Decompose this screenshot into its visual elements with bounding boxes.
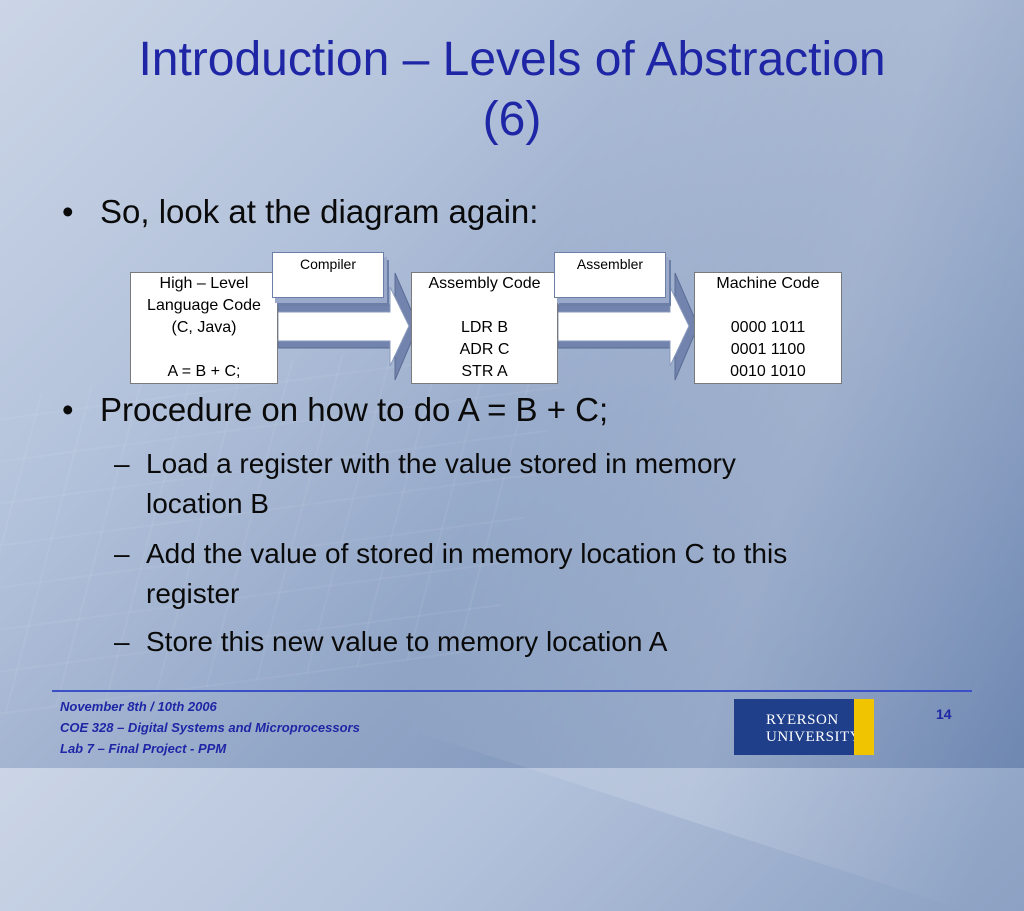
high-level-line-1: High – Level (159, 275, 249, 292)
machine-line-3: 0001 1100 (730, 341, 806, 358)
ryerson-university-logo: RYERSON UNIVERSITY (734, 699, 874, 755)
bullet-text: Procedure on how to do A = B + C; (100, 391, 609, 428)
assembly-line-1: Assembly Code (428, 275, 541, 292)
footer-course: COE 328 – Digital Systems and Microproce… (60, 720, 360, 735)
subbullet-text: Store this new value to memory location … (146, 622, 916, 662)
high-level-code-box: High – Level Language Code (C, Java) A =… (130, 272, 278, 384)
subbullet-line: location B (146, 488, 269, 519)
arrow-assemble (557, 272, 699, 381)
assembly-code-box: Assembly Code LDR B ADR C STR A (411, 272, 558, 384)
high-level-line-3: (C, Java) (171, 319, 237, 336)
machine-line-4: 0010 1010 (730, 363, 806, 380)
slide-title-line-2: (6) (482, 93, 542, 146)
footer-lab: Lab 7 – Final Project - PPM (60, 741, 227, 756)
subbullet-marker: – (114, 538, 130, 569)
compiler-label: Compiler (299, 256, 356, 272)
machine-line-2: 0000 1011 (730, 319, 806, 336)
spacer (412, 295, 557, 317)
compiler-label-box: Compiler (272, 252, 384, 298)
arrow-compile (277, 272, 419, 381)
subbullet-text: Add the value of stored in memory locati… (146, 534, 916, 614)
spacer (131, 339, 277, 361)
slide-title-line-1: Introduction – Levels of Abstraction (138, 33, 886, 86)
assembler-label-box: Assembler (554, 252, 666, 298)
machine-line-1: Machine Code (716, 275, 820, 292)
bullet-text: So, look at the diagram again: (100, 193, 539, 230)
subbullet-line: Load a register with the value stored in… (146, 448, 736, 479)
assembly-line-4: STR A (461, 363, 508, 380)
logo-line-1: RYERSON (766, 712, 839, 728)
subbullet-line: register (146, 578, 240, 609)
subbullet-text: Load a register with the value stored in… (146, 444, 916, 524)
machine-code-box: Machine Code 0000 1011 0001 1100 0010 10… (694, 272, 842, 384)
footer-date: November 8th / 10th 2006 (60, 699, 217, 714)
assembler-label: Assembler (576, 256, 644, 272)
diagram-arrows (277, 272, 699, 381)
subbullet-line: Add the value of stored in memory locati… (146, 538, 788, 569)
bullet-marker: • (62, 391, 74, 428)
page-number: 14 (936, 706, 952, 722)
subbullet-marker: – (114, 626, 130, 657)
subbullet-marker: – (114, 448, 130, 479)
spacer (695, 295, 841, 317)
bullet-marker: • (62, 193, 74, 230)
high-level-line-4: A = B + C; (167, 363, 241, 380)
footer-divider (52, 690, 972, 692)
slide-title: Introduction – Levels of Abstraction (6) (40, 30, 984, 150)
assembly-line-3: ADR C (459, 341, 510, 358)
logo-gold-bar (854, 699, 874, 755)
assembly-line-2: LDR B (460, 319, 509, 336)
subbullet-line: Store this new value to memory location … (146, 626, 668, 657)
high-level-line-2: Language Code (147, 297, 261, 314)
logo-line-2: UNIVERSITY (766, 729, 861, 745)
